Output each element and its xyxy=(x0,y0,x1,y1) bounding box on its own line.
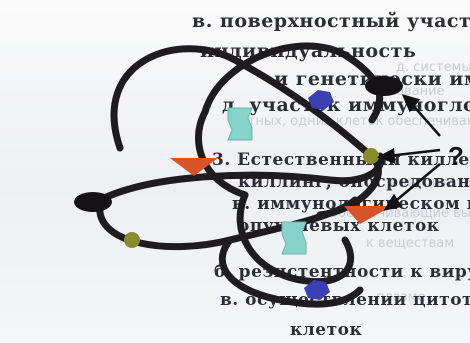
epitope-block-upper xyxy=(228,108,252,140)
pointer-arrow-3 xyxy=(392,164,440,204)
epitope-block-lower xyxy=(282,222,306,254)
chain-end-right xyxy=(365,76,403,96)
epitope-dot-left xyxy=(124,232,140,248)
epitope-hexagon-upper xyxy=(308,90,334,110)
question-mark-label: ? xyxy=(448,141,464,172)
pointer-arrow-2 xyxy=(388,150,440,156)
chain-end-left xyxy=(74,192,112,212)
epitope-dot-right xyxy=(363,148,379,164)
pointer-arrow-1 xyxy=(410,102,440,136)
